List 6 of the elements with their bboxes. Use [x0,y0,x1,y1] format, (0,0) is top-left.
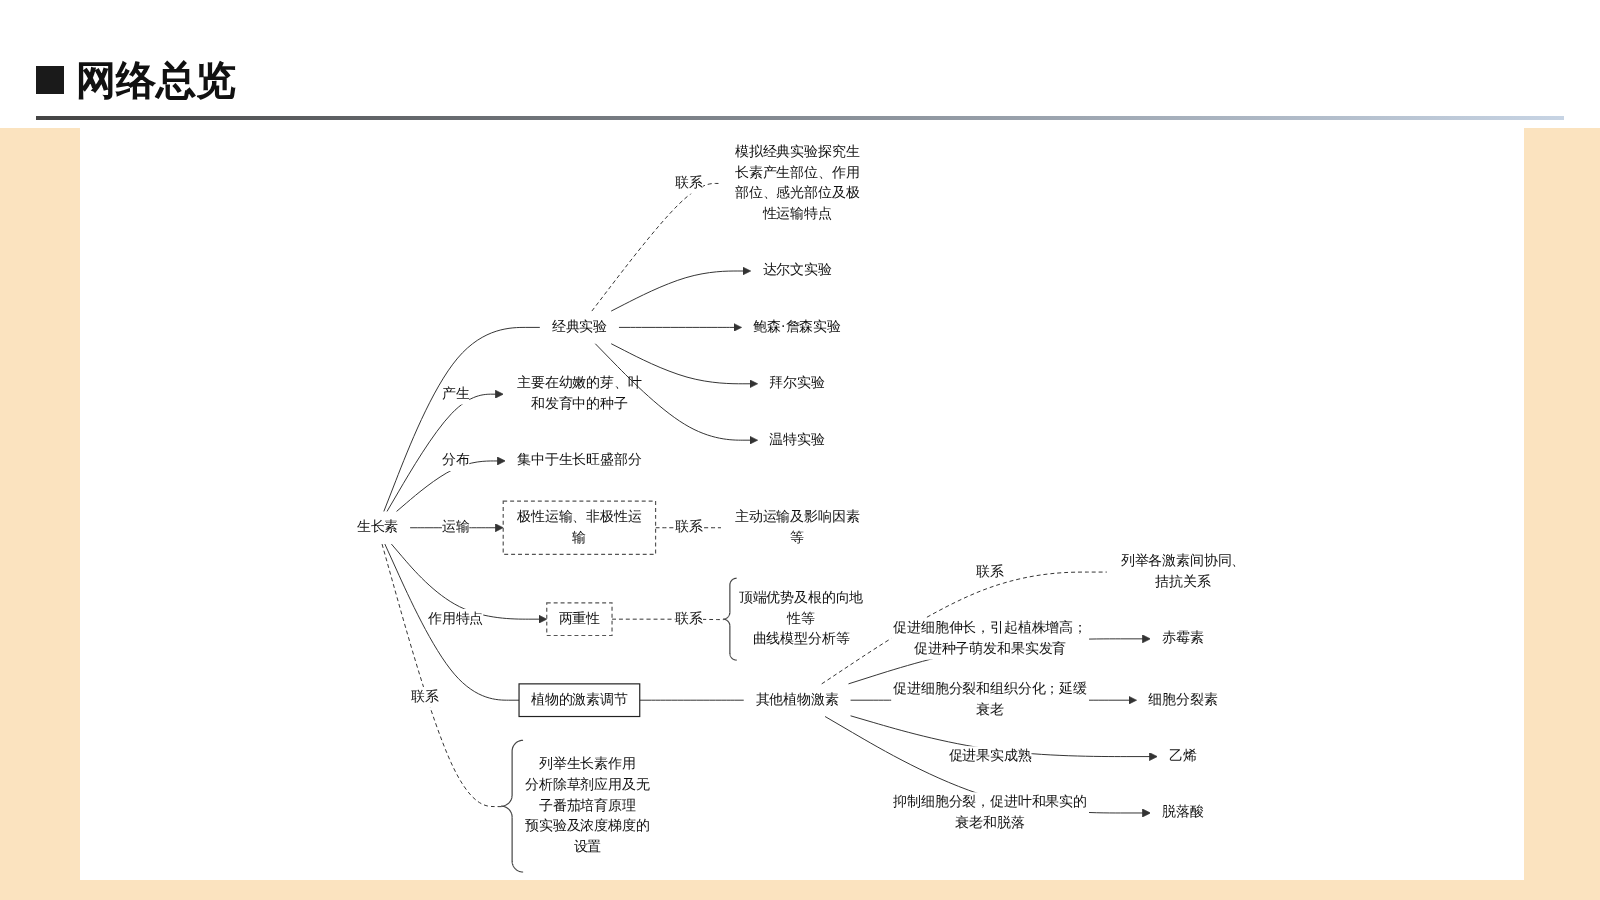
title: 网络总览 [76,56,236,104]
connector [381,543,503,808]
connector [821,571,1108,685]
connector [384,543,520,701]
connector [591,182,722,312]
connector [639,699,745,701]
